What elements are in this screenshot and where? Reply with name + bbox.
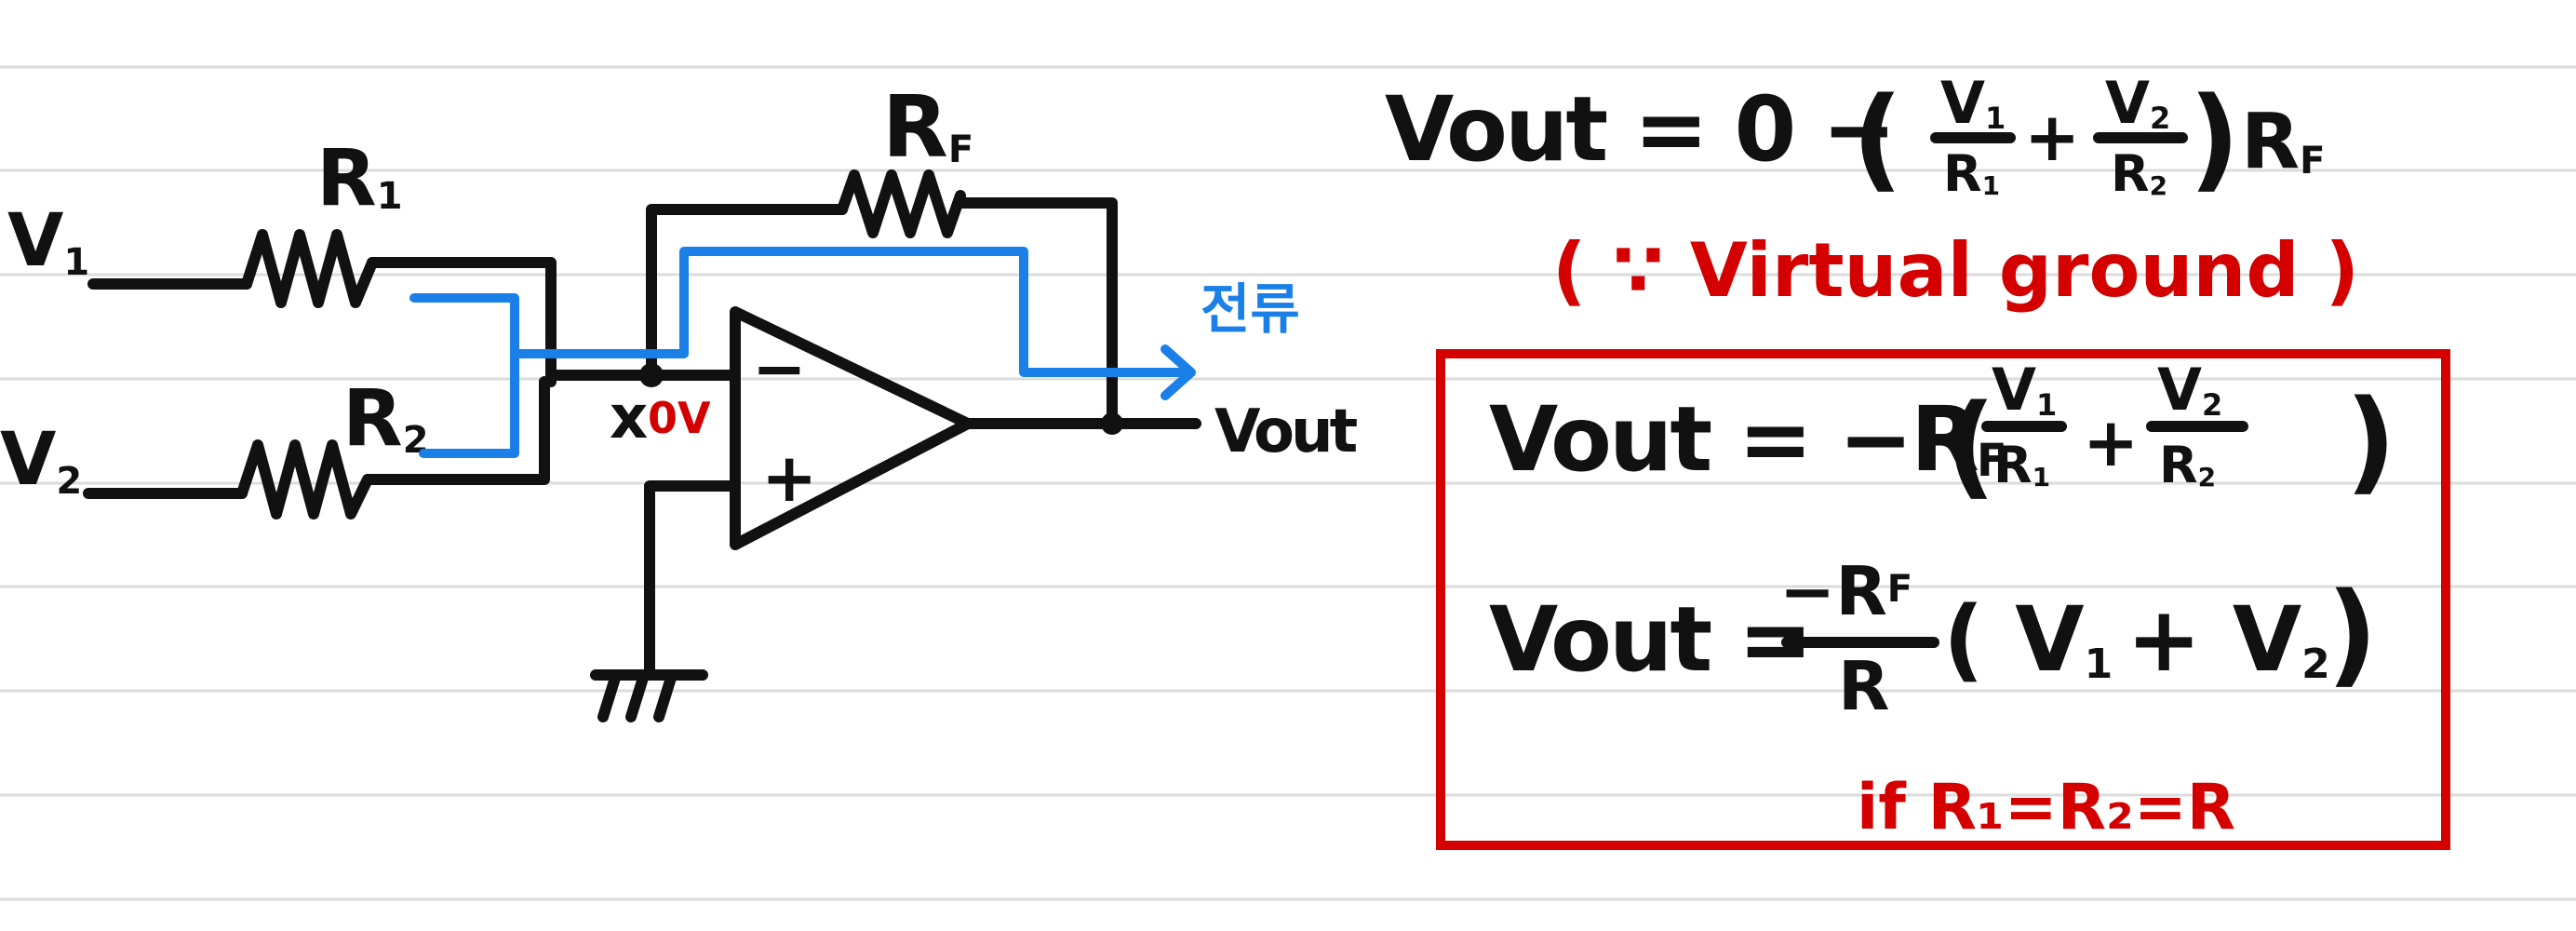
current-path-v2 xyxy=(419,349,519,458)
equations: Vout = 0 − ( V1 R1 + V2 R2 ) RF ( ∵ Virt… xyxy=(1385,69,2450,850)
result-box xyxy=(1436,349,2450,850)
r1-to-junction-wire xyxy=(367,257,557,387)
eq1-plus: + xyxy=(2024,98,2080,176)
current-path-main xyxy=(510,247,1191,377)
resistor-r2 xyxy=(236,439,373,519)
eq3-denominator: R xyxy=(1838,647,1889,725)
r1-label: R1 xyxy=(316,132,403,223)
eq2-lhs: Vout = −RF xyxy=(1489,387,2005,492)
equal-resistor-condition: if R₁=R₂=R xyxy=(1857,771,2235,844)
eq2-plus: + xyxy=(2083,403,2139,481)
current-path-v1 xyxy=(409,293,519,358)
eq1-r1: R1 xyxy=(1943,144,2000,203)
eq1-lhs: Vout = 0 − xyxy=(1385,77,1894,182)
resistor-rf xyxy=(837,169,966,238)
eq2-v2: V2 xyxy=(2157,356,2222,424)
virtual-ground-note: ( ∵ Virtual ground ) xyxy=(1552,227,2359,314)
output-label: Vout xyxy=(1214,398,1358,466)
eq2-v1: V1 xyxy=(1992,356,2057,424)
op-amp-triangle xyxy=(730,306,973,550)
eq2-r2: R2 xyxy=(2159,436,2216,494)
eq1-rf: RF xyxy=(2241,98,2325,186)
summing-amplifier-circuit: V1 R1 V2 R2 RF − + Vout x 0V xyxy=(0,77,1362,722)
r2-to-junction-wire xyxy=(362,376,550,485)
eq1-close-paren: ) xyxy=(2189,74,2240,204)
eq1-r2: R2 xyxy=(2111,144,2167,203)
op-amp-plus-sign: + xyxy=(761,439,817,517)
eq1-v2: V2 xyxy=(2105,69,2170,137)
output-node xyxy=(1101,412,1123,435)
ground-icon xyxy=(590,669,708,722)
feedback-wire-right xyxy=(955,197,1118,429)
node-x-mark: x xyxy=(610,384,648,452)
eq3-lhs: Vout = xyxy=(1489,587,1810,692)
rf-label: RF xyxy=(882,77,973,177)
eq2-r1: R1 xyxy=(1993,436,2050,494)
equation-1: Vout = 0 − ( V1 R1 + V2 R2 ) RF xyxy=(1385,69,2325,204)
ground-wire xyxy=(644,480,741,681)
current-arrow-head xyxy=(1161,344,1196,400)
equation-3: Vout = −RF R ( V1 + V2 ) xyxy=(1489,552,2378,725)
zero-volt-label: 0V xyxy=(648,393,711,443)
eq2-open-paren: ( xyxy=(1945,382,1996,511)
resistor-r1 xyxy=(241,229,378,308)
feedback-wire-left xyxy=(646,204,848,381)
input-v1-label: V1 xyxy=(7,199,89,284)
eq2-close-paren: ) xyxy=(2345,377,2396,506)
eq3-v1-term: ( V1 xyxy=(1943,587,2113,692)
eq1-open-paren: ( xyxy=(1852,74,1903,204)
eq1-v1: V1 xyxy=(1940,69,2006,137)
input-v2-label: V2 xyxy=(0,418,82,503)
eq3-v2-term: + V2 xyxy=(2127,587,2330,692)
r2-label: R2 xyxy=(342,372,429,464)
current-label: 전류 xyxy=(1201,277,1300,341)
op-amp-minus-sign: − xyxy=(752,331,807,407)
eq3-numerator: −RF xyxy=(1779,552,1912,630)
equation-2: Vout = −RF ( V1 R1 + V2 R2 ) xyxy=(1489,356,2396,511)
eq3-close-paren: ) xyxy=(2327,570,2378,699)
